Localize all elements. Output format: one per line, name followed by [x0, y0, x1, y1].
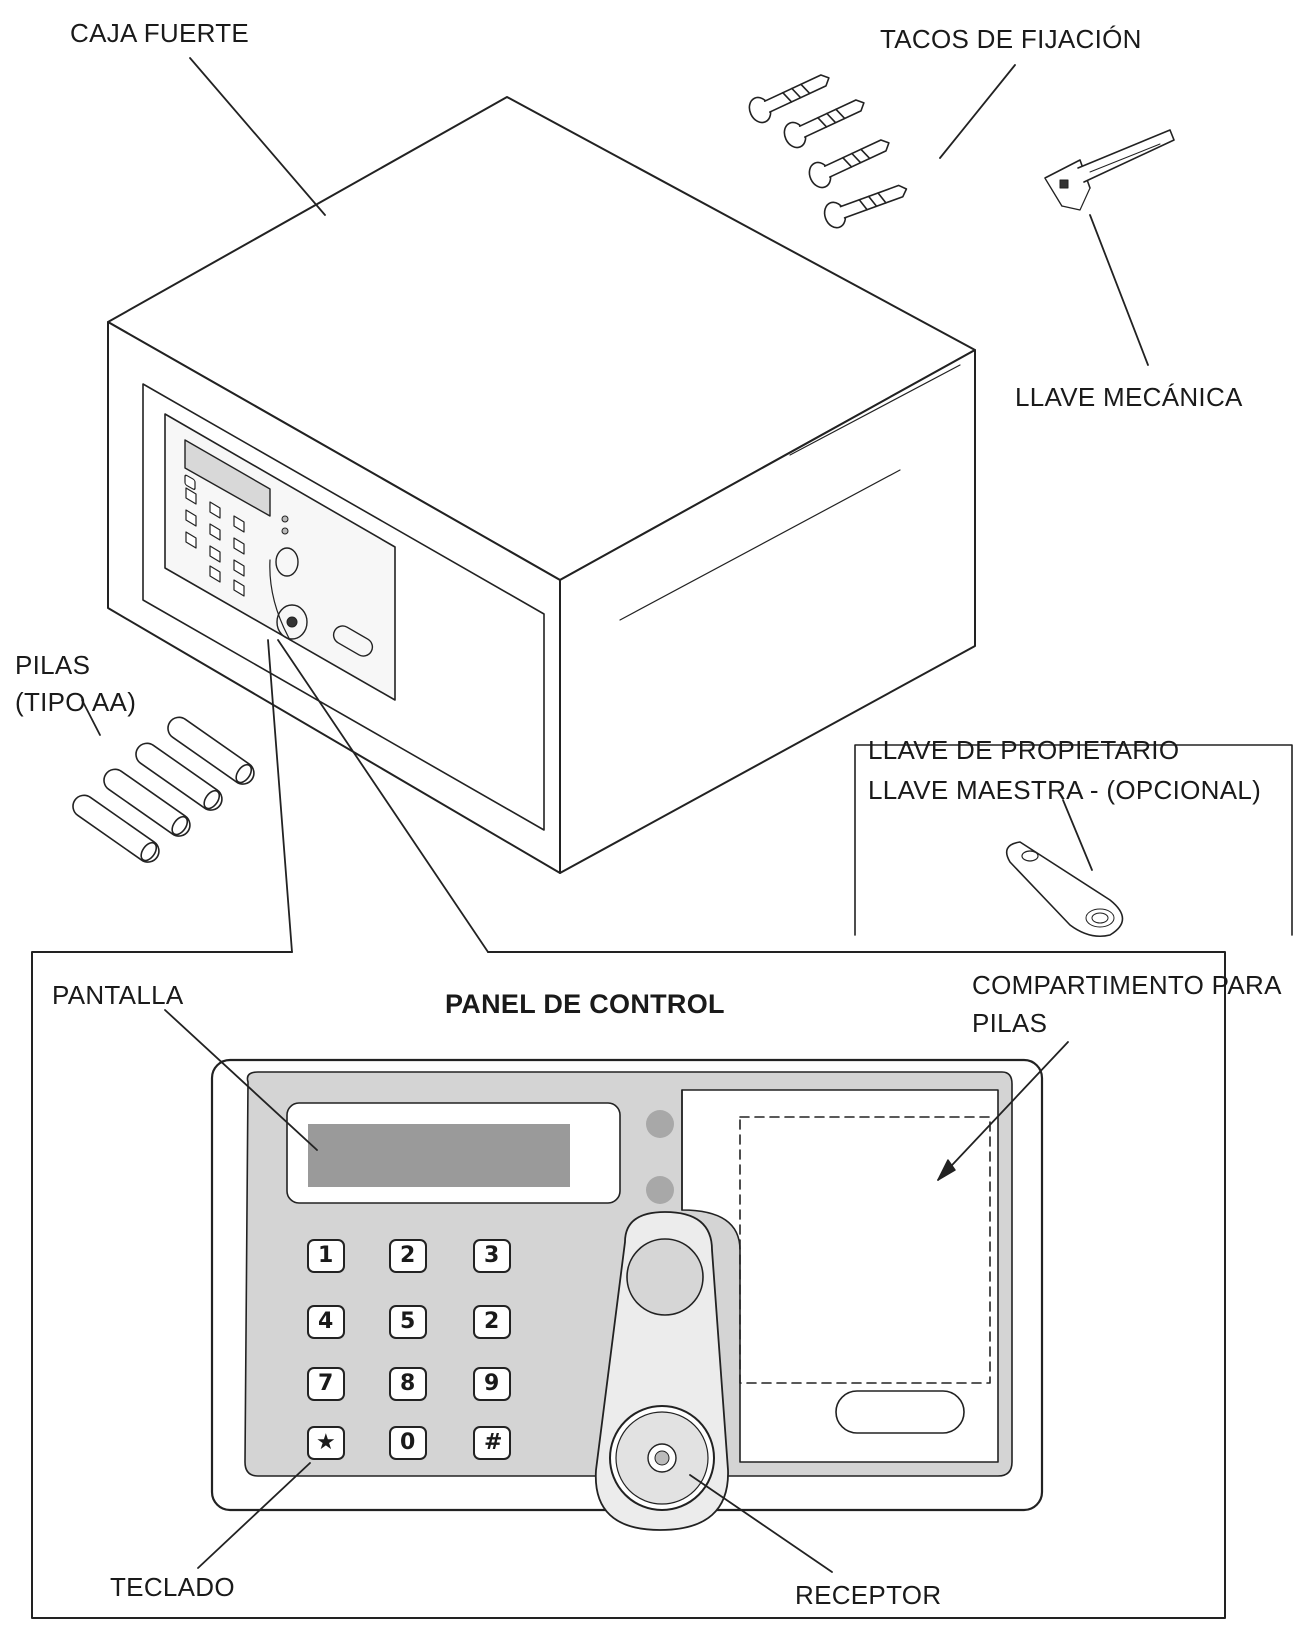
- label-llave-maestra: LLAVE MAESTRA - (OPCIONAL): [868, 775, 1262, 805]
- label-pantalla: PANTALLA: [52, 980, 184, 1010]
- key-1: 1: [318, 1243, 334, 1268]
- small-keypad: [184, 474, 196, 490]
- key-9: 9: [484, 1371, 500, 1396]
- key-0: 0: [400, 1430, 416, 1455]
- keypad-buttons: [307, 1239, 511, 1460]
- key-8: 8: [400, 1371, 416, 1396]
- label-compartimento-pilas: PILAS: [972, 1008, 1048, 1038]
- key-6: 2: [484, 1309, 500, 1334]
- control-panel-illustration: [210, 1058, 1044, 1531]
- anchor-bolts-illustration: [748, 74, 908, 229]
- label-tacos-fijacion: TACOS DE FIJACIÓN: [880, 24, 1142, 54]
- mechanical-key-illustration: [1044, 129, 1175, 211]
- safe-box-illustration: [107, 96, 976, 874]
- label-teclado: TECLADO: [110, 1572, 235, 1602]
- leader-lines: [81, 57, 1149, 953]
- key-5: 5: [400, 1309, 416, 1334]
- label-compartimento: COMPARTIMENTO PARA: [972, 970, 1282, 1000]
- panel-title: PANEL DE CONTROL: [445, 989, 725, 1019]
- panel-leader-lines: [164, 1009, 1069, 1573]
- key-4: 4: [318, 1309, 334, 1334]
- key-2: 2: [400, 1243, 416, 1268]
- label-pilas: PILAS: [15, 650, 91, 680]
- owner-key-box: [854, 744, 1293, 936]
- label-caja-fuerte: CAJA FUERTE: [70, 18, 250, 48]
- key-3: 3: [484, 1243, 500, 1268]
- batteries-illustration: [72, 716, 255, 863]
- label-tipo-aa: (TIPO AA): [15, 687, 137, 717]
- key-star: ★: [316, 1430, 337, 1455]
- label-llave-mecanica: LLAVE MECÁNICA: [1015, 382, 1243, 412]
- control-panel-frame: [31, 951, 1226, 1619]
- label-llave-propietario: LLAVE DE PROPIETARIO: [868, 735, 1180, 765]
- key-hash: #: [484, 1430, 503, 1455]
- key-7: 7: [318, 1371, 334, 1396]
- label-receptor: RECEPTOR: [795, 1580, 942, 1610]
- owner-key-illustration: [1005, 841, 1124, 938]
